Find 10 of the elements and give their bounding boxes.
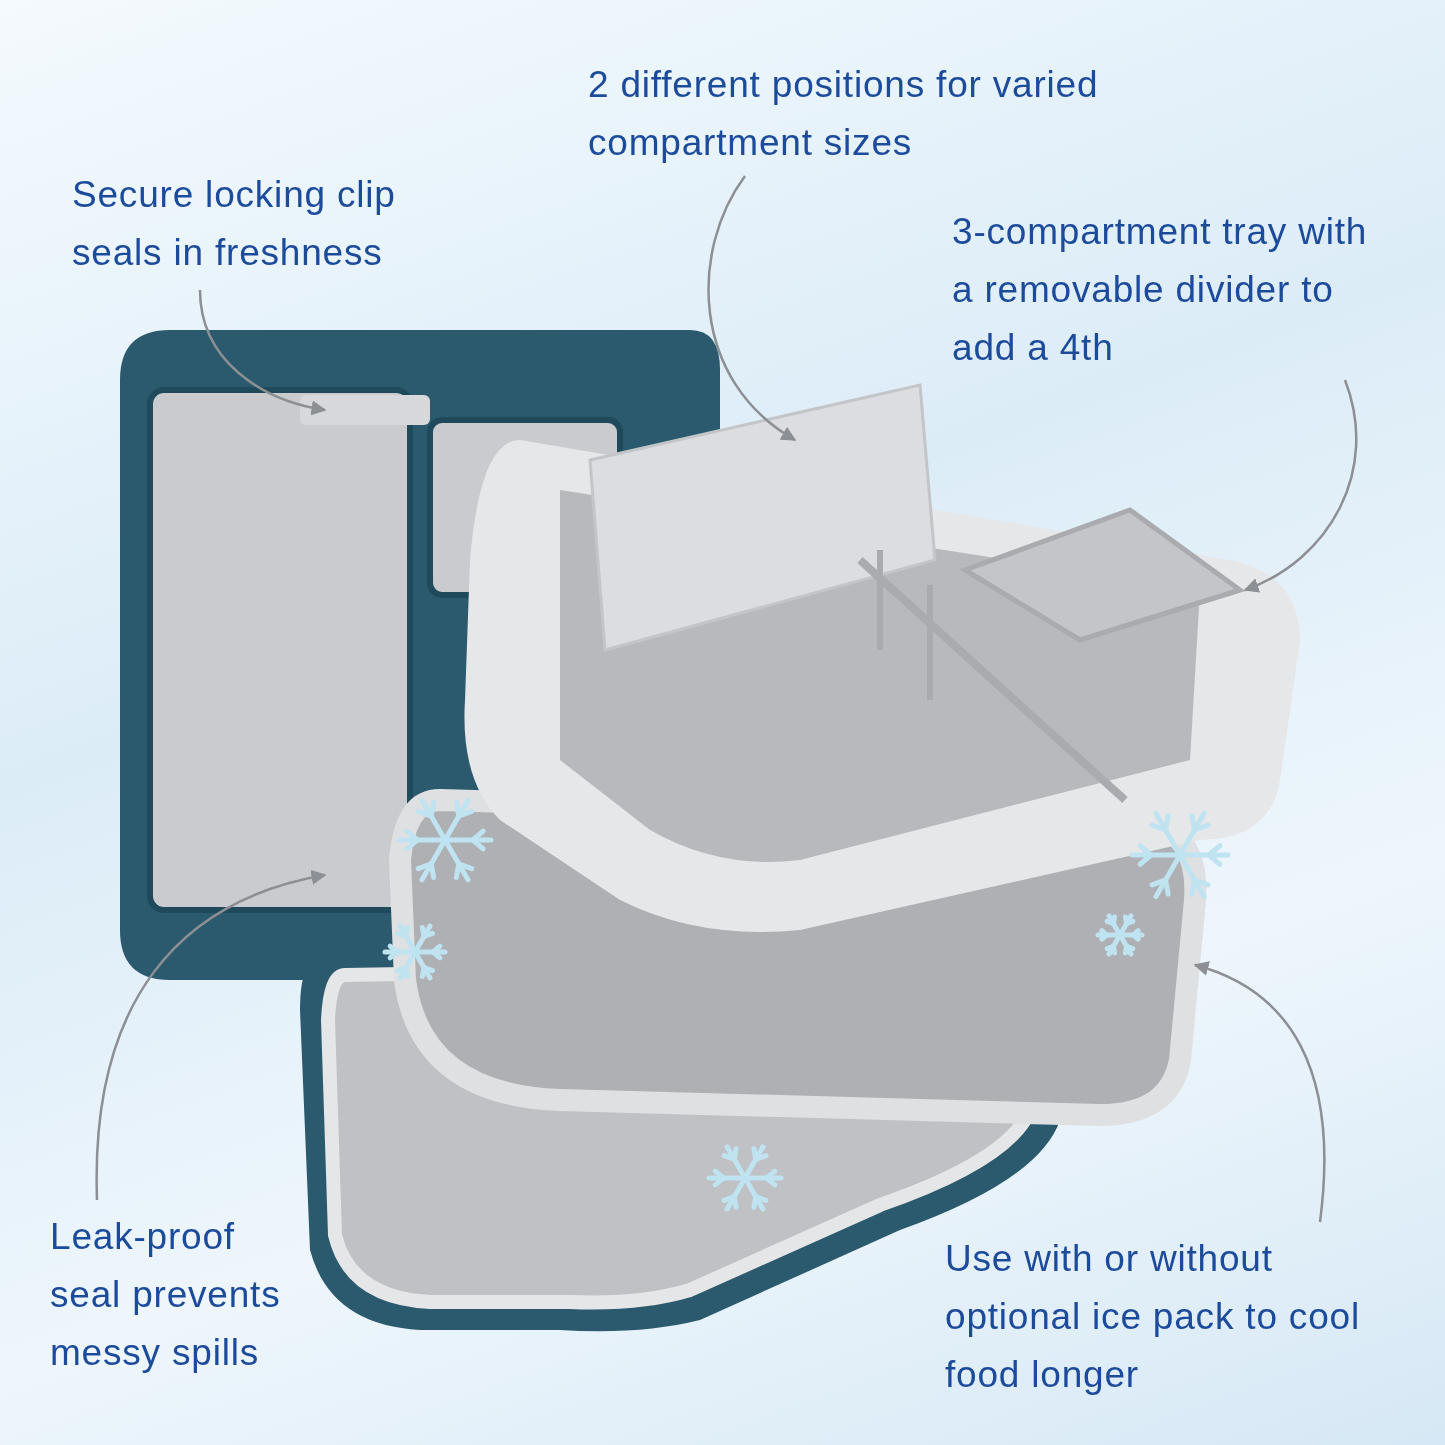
callout-text: Leak-proof seal prevents messy spills	[50, 1208, 315, 1382]
callout-text: 2 different positions for varied compartment sizes	[588, 56, 1148, 172]
leader-line	[198, 289, 327, 415]
callout-text: 3-compartment tray with a removable divider to add a 4th	[952, 203, 1397, 377]
callout-text: Use with or without optional ice pack to cool food longer	[945, 1230, 1400, 1404]
leader-line	[95, 870, 327, 1200]
leader-line	[707, 175, 797, 442]
leader-line	[1193, 962, 1326, 1223]
leader-line	[1243, 379, 1358, 592]
callout-text: Secure locking clip seals in freshness	[72, 166, 492, 282]
